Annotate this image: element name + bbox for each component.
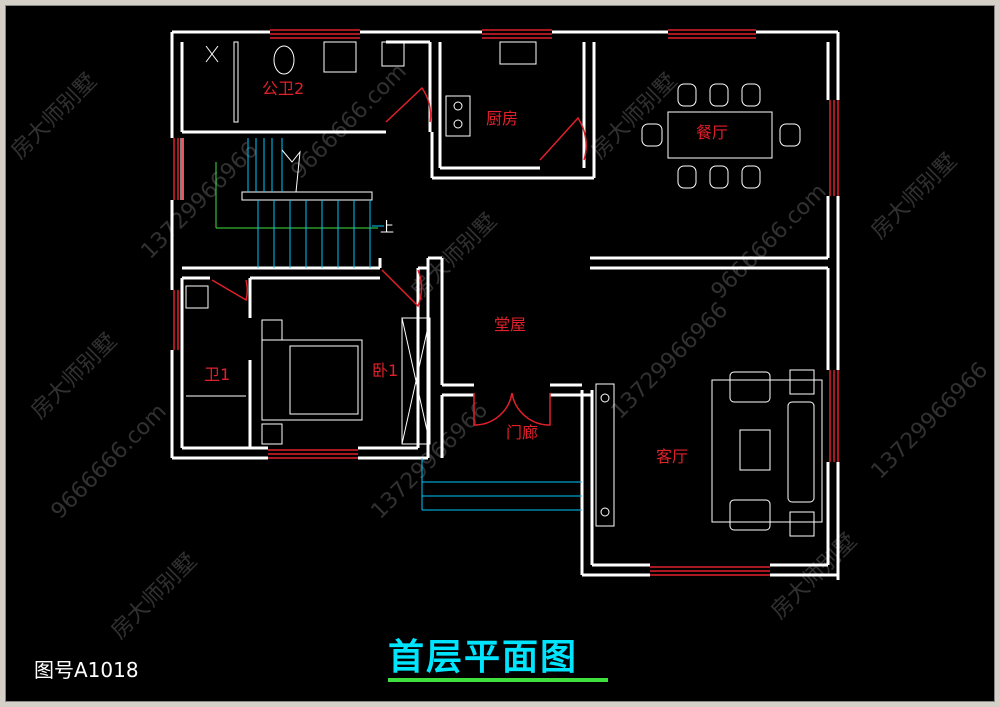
watermark-phone: 13729966966 — [607, 298, 734, 425]
watermark-brand: 房大师别墅 — [867, 149, 962, 244]
staircase — [215, 138, 384, 268]
furniture — [185, 41, 823, 537]
label-living: 客厅 — [656, 447, 688, 466]
label-bedroom1: 卧1 — [372, 361, 398, 380]
room-labels: 公卫2 厨房 餐厅 堂屋 卧1 卫1 门廊 客厅 上 — [204, 79, 728, 466]
label-bath1: 卫1 — [204, 365, 230, 384]
label-kitchen: 厨房 — [486, 109, 518, 128]
watermark-brand: 房大师别墅 — [767, 529, 862, 624]
title-underline — [388, 678, 608, 682]
watermark-site: 9666666.com — [47, 399, 172, 524]
drawing-number: 图号A1018 — [34, 658, 139, 682]
watermark-brand: 房大师别墅 — [27, 329, 122, 424]
watermark-phone: 13729966966 — [867, 358, 994, 485]
walls — [170, 30, 840, 580]
drawing-title: 首层平面图 — [388, 637, 579, 678]
label-dining: 餐厅 — [696, 123, 728, 142]
watermark-site: 9666666.com — [707, 179, 832, 304]
label-porch: 门廊 — [506, 423, 538, 442]
watermark-layer: 房大师别墅 房大师别墅 房大师别墅 房大师别墅 房大师别墅 房大师别墅 房大师别… — [7, 59, 994, 644]
porch-steps — [421, 458, 582, 511]
label-public-bath2: 公卫2 — [262, 79, 304, 98]
watermark-brand: 房大师别墅 — [107, 549, 202, 644]
windows — [173, 29, 839, 576]
watermark-phone: 13729966966 — [137, 138, 264, 265]
watermark-site: 9666666.com — [287, 59, 412, 184]
doors — [211, 86, 587, 426]
label-stair-up: 上 — [380, 220, 394, 236]
watermark-brand: 房大师别墅 — [7, 69, 102, 164]
label-hall: 堂屋 — [494, 315, 526, 334]
